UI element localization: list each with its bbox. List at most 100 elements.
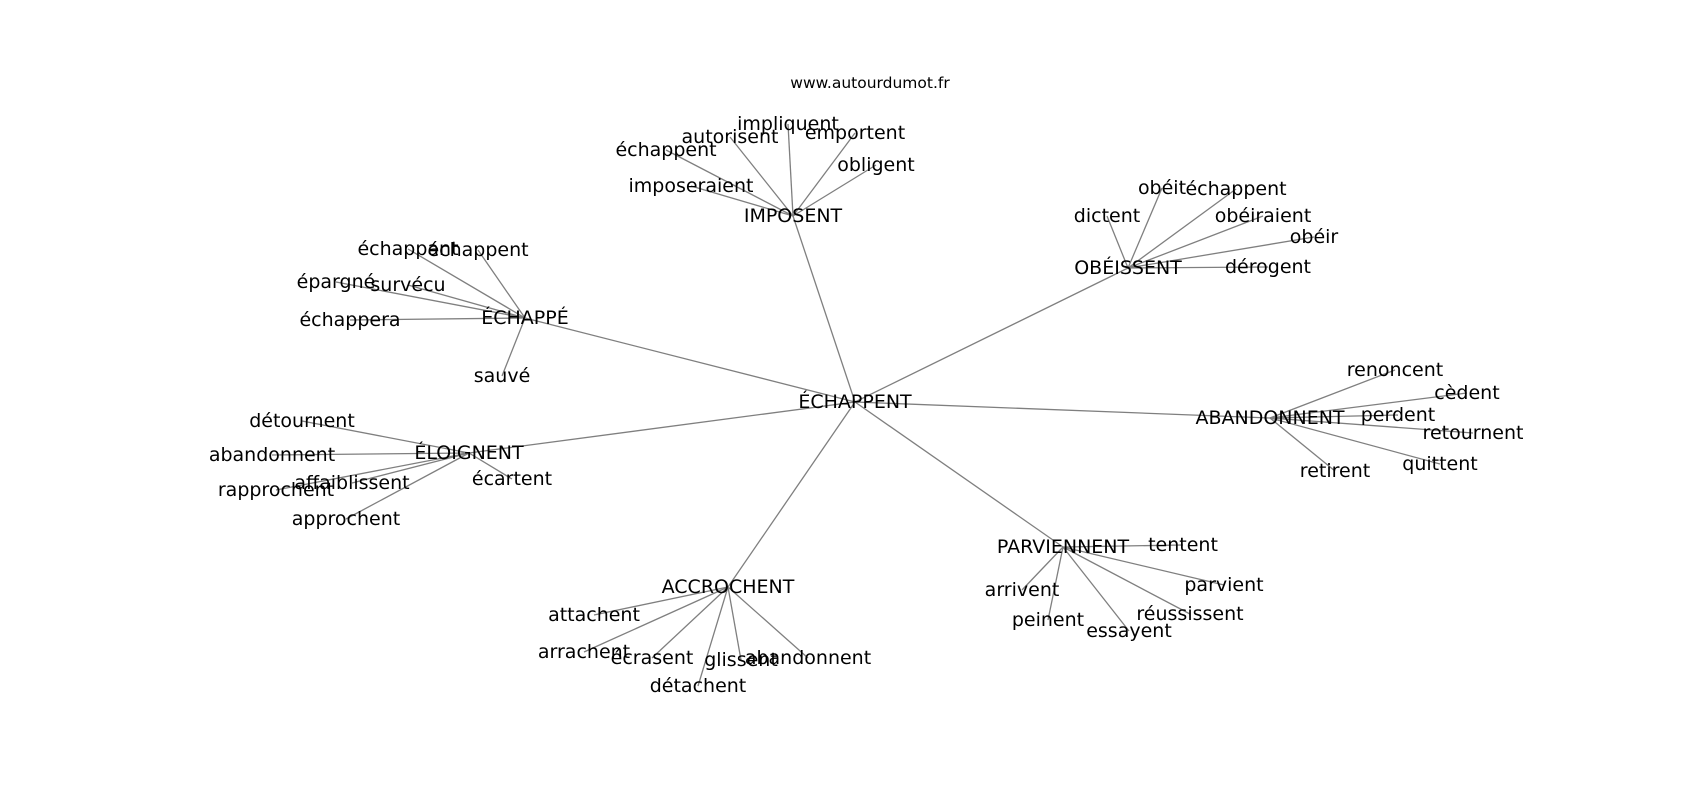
- leaf-node[interactable]: obéiraient: [1215, 205, 1312, 227]
- edge-hub-6-leaf-1: [583, 586, 729, 653]
- edge-hub-5-leaf-1: [1021, 546, 1064, 591]
- leaf-node[interactable]: réussissent: [1136, 603, 1243, 625]
- edge-center-hub-6: [727, 401, 856, 588]
- edge-hub-3-leaf-2: [1269, 414, 1399, 419]
- leaf-node[interactable]: quittent: [1402, 453, 1477, 475]
- leaf-node[interactable]: attachent: [548, 604, 640, 626]
- edge-center-hub-1: [854, 267, 1129, 403]
- edge-center-hub-5: [854, 401, 1064, 548]
- leaf-node[interactable]: dérogent: [1225, 256, 1311, 278]
- leaf-node[interactable]: échappant: [357, 238, 458, 260]
- leaf-node[interactable]: perdent: [1361, 404, 1435, 426]
- edge-hub-0-leaf-4: [792, 164, 877, 217]
- leaf-node[interactable]: renoncent: [1347, 359, 1443, 381]
- source-url: www.autourdumot.fr: [790, 74, 950, 92]
- edge-hub-1-leaf-4: [1127, 236, 1315, 269]
- hub-node[interactable]: PARVIENNENT: [997, 536, 1130, 558]
- edge-center-hub-4: [468, 401, 856, 454]
- edge-hub-0-leaf-0: [787, 123, 794, 217]
- edge-hub-2-leaf-3: [407, 284, 526, 319]
- edge-hub-0-leaf-3: [665, 149, 794, 217]
- leaf-node[interactable]: imposeraient: [629, 175, 754, 197]
- leaf-node[interactable]: écrasent: [611, 647, 694, 669]
- edge-hub-2-leaf-4: [349, 317, 526, 321]
- leaf-node[interactable]: échappent: [615, 139, 716, 161]
- edge-hub-4-leaf-0: [301, 420, 470, 454]
- leaf-node[interactable]: retournent: [1423, 422, 1524, 444]
- leaf-node[interactable]: essayent: [1086, 620, 1172, 642]
- hub-node[interactable]: IMPOSENT: [744, 205, 843, 227]
- edge-hub-1-leaf-5: [1127, 266, 1269, 269]
- leaf-node[interactable]: échappent: [427, 239, 528, 261]
- leaf-node[interactable]: échappera: [299, 309, 400, 331]
- leaf-node[interactable]: survécu: [370, 274, 445, 296]
- edge-hub-6-leaf-0: [593, 586, 729, 616]
- edge-hub-3-leaf-4: [1269, 417, 1441, 465]
- leaf-node[interactable]: approchent: [292, 508, 400, 530]
- hub-node[interactable]: ÉLOIGNENT: [414, 441, 524, 464]
- edge-hub-4-leaf-2: [351, 452, 470, 484]
- leaf-node[interactable]: épargné: [297, 271, 376, 293]
- edge-hub-2-leaf-5: [501, 317, 526, 377]
- leaf-node[interactable]: cèdent: [1434, 382, 1499, 404]
- edge-hub-5-leaf-2: [1062, 546, 1225, 586]
- edge-center-hub-0: [792, 215, 856, 403]
- edge-hub-0-leaf-1: [729, 136, 794, 217]
- edge-hub-6-leaf-2: [651, 586, 729, 659]
- leaf-node[interactable]: abandonnent: [209, 444, 335, 466]
- edge-hub-3-leaf-1: [1269, 392, 1468, 419]
- leaf-node[interactable]: affaiblissent: [294, 472, 409, 494]
- graph-edges: [271, 123, 1474, 687]
- leaf-node[interactable]: retirent: [1300, 460, 1370, 482]
- edge-hub-1-leaf-0: [1127, 187, 1163, 269]
- edge-hub-5-leaf-0: [1062, 544, 1184, 548]
- leaf-node[interactable]: obéit: [1138, 177, 1186, 199]
- leaf-node[interactable]: arrachent: [538, 641, 630, 663]
- edge-hub-1-leaf-1: [1127, 188, 1237, 269]
- leaf-node[interactable]: obéir: [1290, 226, 1339, 248]
- edge-hub-3-leaf-5: [1269, 417, 1336, 472]
- leaf-node[interactable]: détachent: [650, 675, 747, 697]
- edge-hub-2-leaf-2: [335, 281, 526, 319]
- hub-node[interactable]: OBÉISSENT: [1074, 256, 1182, 279]
- hub-node[interactable]: ÉCHAPPÉ: [481, 306, 568, 329]
- leaf-node[interactable]: emportent: [805, 122, 905, 144]
- hub-node[interactable]: ABANDONNENT: [1195, 407, 1344, 429]
- edge-hub-4-leaf-4: [468, 452, 513, 480]
- leaf-node[interactable]: sauvé: [474, 365, 531, 387]
- leaf-node[interactable]: obligent: [837, 154, 914, 176]
- edge-hub-5-leaf-5: [1062, 546, 1130, 632]
- leaf-node[interactable]: tentent: [1148, 534, 1218, 556]
- leaf-node[interactable]: rapprochent: [218, 479, 334, 501]
- edge-hub-3-leaf-3: [1269, 417, 1474, 434]
- leaf-node[interactable]: parvient: [1184, 574, 1263, 596]
- edge-hub-6-leaf-3: [727, 586, 742, 661]
- center-node[interactable]: ÉCHAPPENT: [798, 390, 912, 413]
- edge-hub-6-leaf-4: [727, 586, 809, 659]
- leaf-node[interactable]: écartent: [472, 468, 552, 490]
- edge-hub-1-leaf-3: [1127, 215, 1264, 269]
- leaf-node[interactable]: impliquent: [737, 113, 839, 135]
- leaf-node[interactable]: peinent: [1012, 609, 1084, 631]
- edge-hub-6-leaf-5: [697, 586, 729, 687]
- edge-hub-2-leaf-1: [477, 249, 526, 319]
- leaf-node[interactable]: arrivent: [985, 579, 1060, 601]
- edge-center-hub-3: [854, 401, 1271, 419]
- edge-hub-4-leaf-5: [345, 452, 470, 520]
- leaf-node[interactable]: échappent: [1185, 178, 1286, 200]
- edge-hub-0-leaf-2: [792, 132, 856, 217]
- hub-node[interactable]: ACCROCHENT: [662, 576, 795, 598]
- edge-hub-4-leaf-1: [271, 452, 470, 456]
- leaf-node[interactable]: détournent: [249, 410, 355, 432]
- leaf-node[interactable]: glissent: [704, 649, 778, 671]
- edge-hub-2-leaf-0: [407, 248, 526, 319]
- edge-hub-1-leaf-2: [1106, 215, 1129, 269]
- edge-center-hub-2: [524, 317, 856, 403]
- leaf-node[interactable]: dictent: [1074, 205, 1140, 227]
- edge-hub-4-leaf-3: [275, 452, 470, 491]
- edge-hub-3-leaf-0: [1269, 369, 1396, 419]
- leaf-node[interactable]: autorisent: [682, 126, 779, 148]
- leaf-node[interactable]: abandonnent: [745, 647, 871, 669]
